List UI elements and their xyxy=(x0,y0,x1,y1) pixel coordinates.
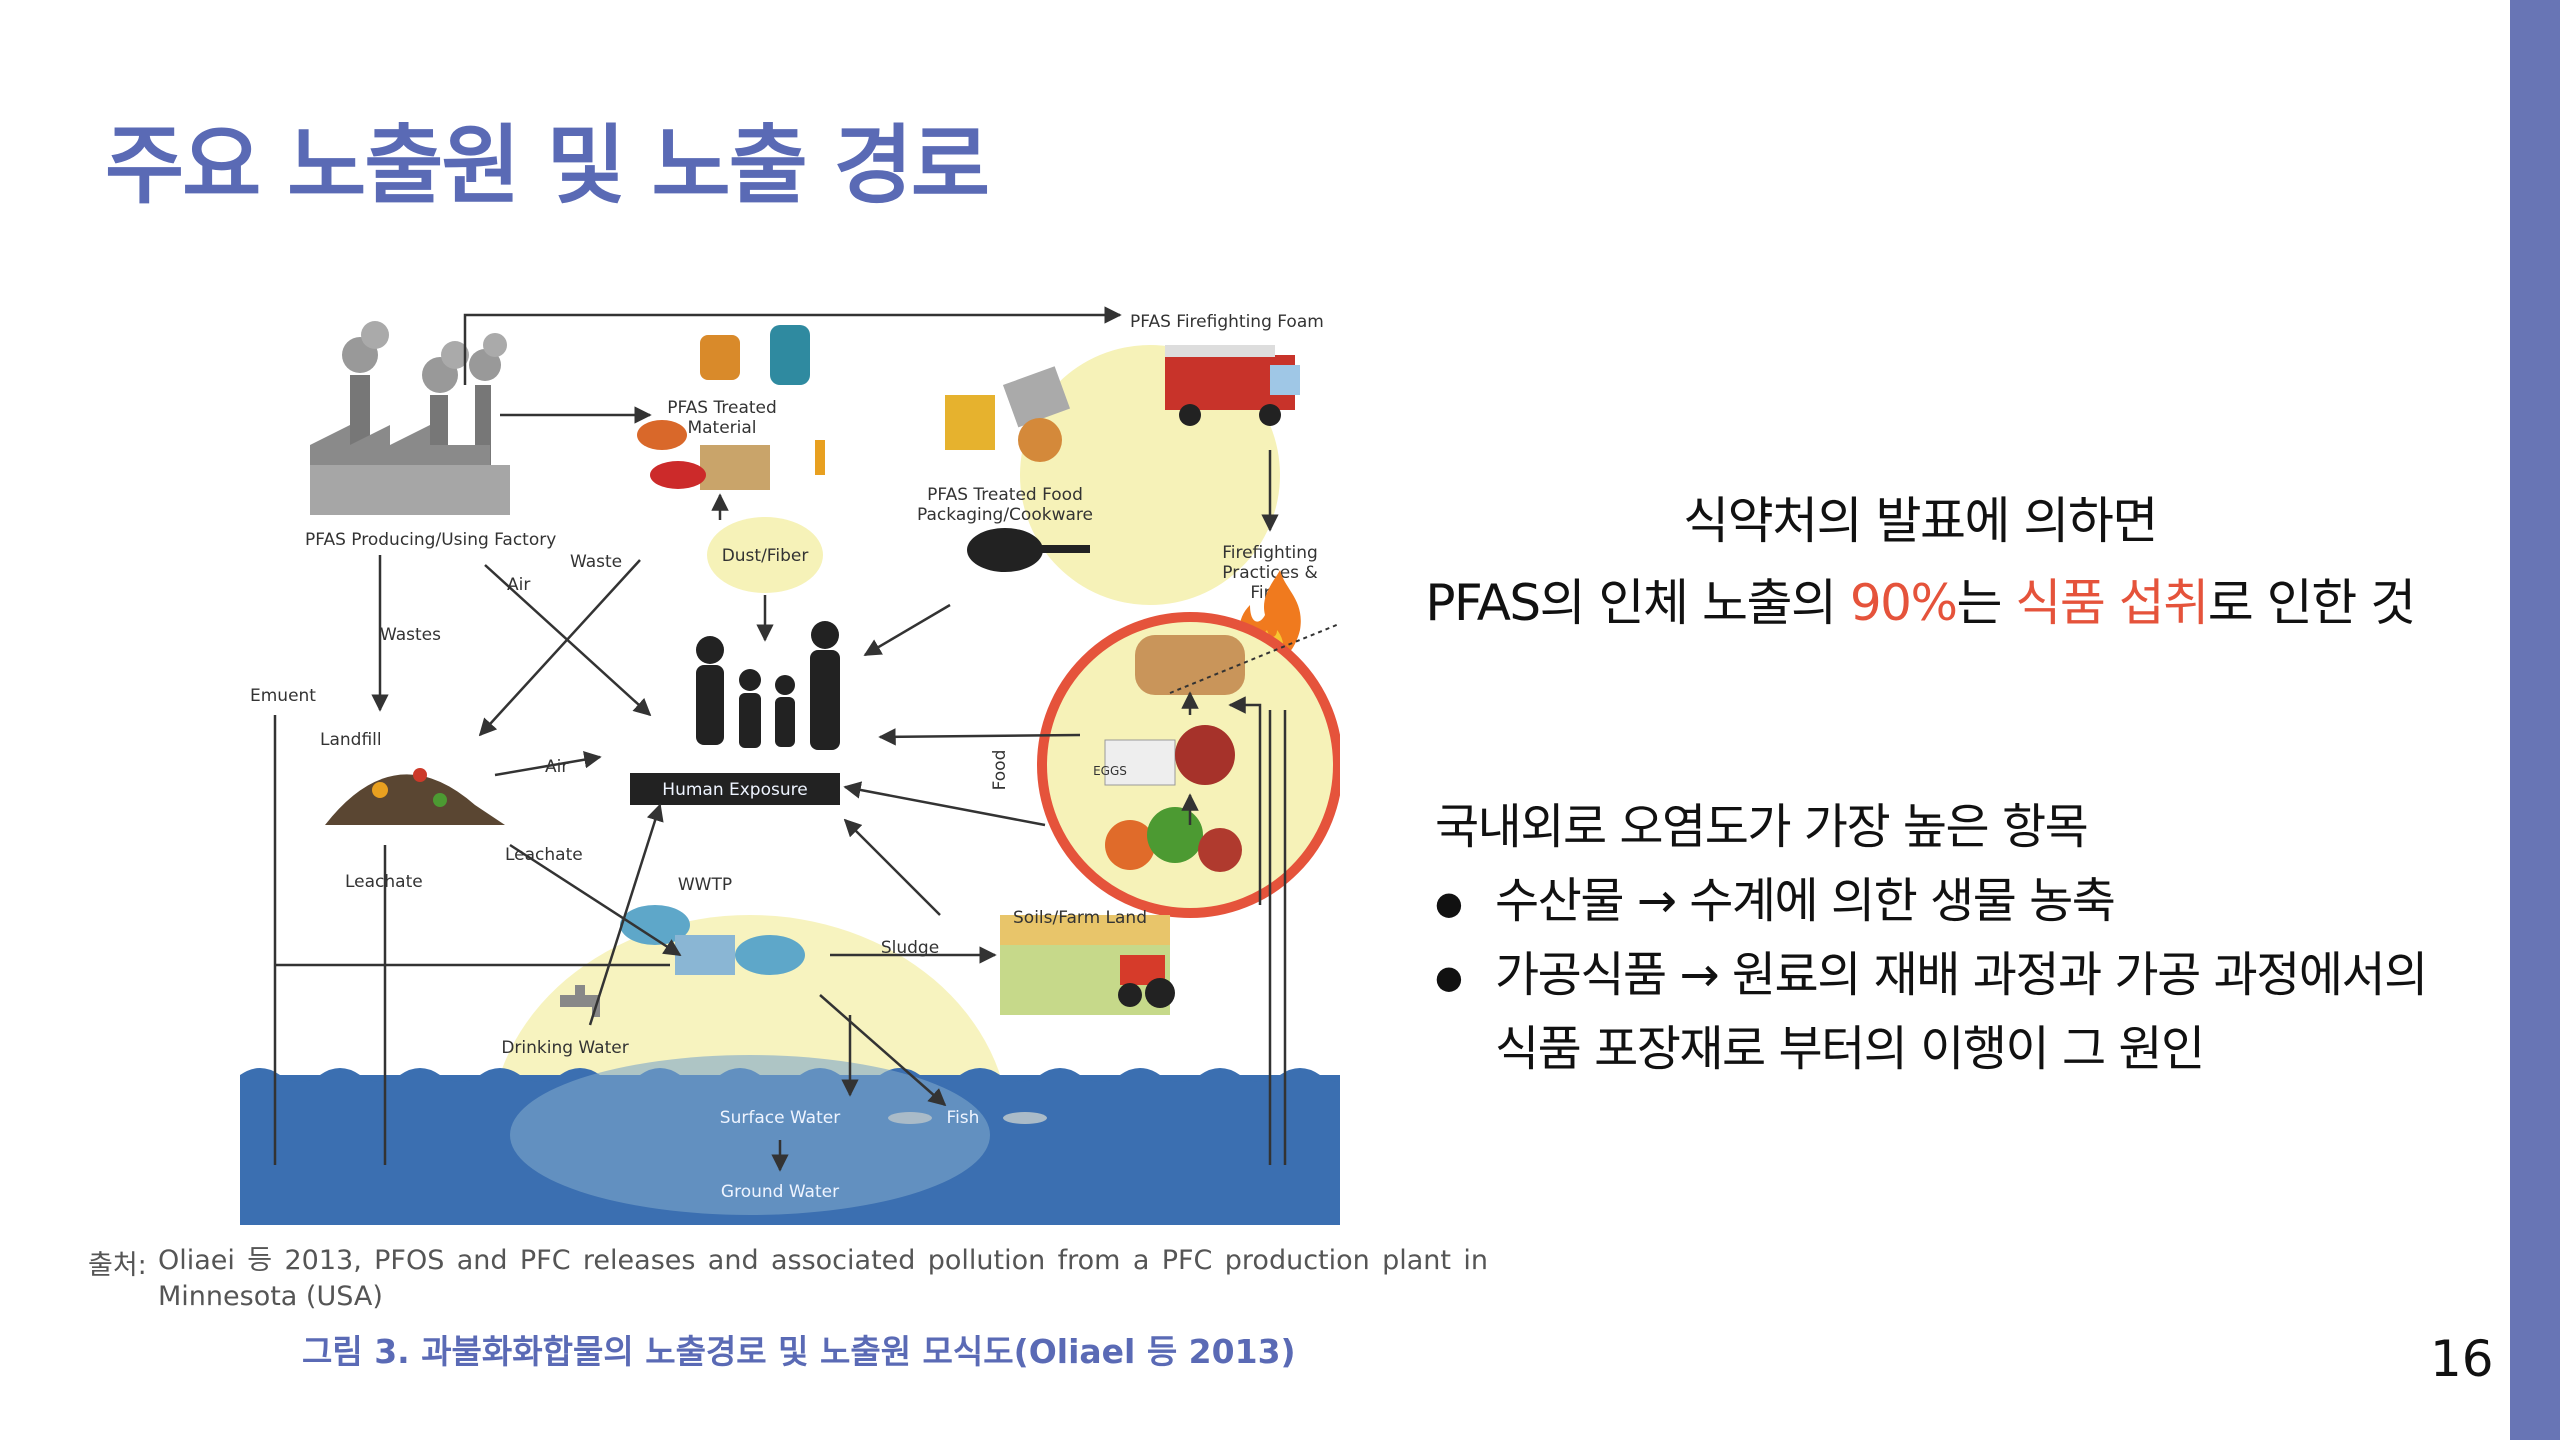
treated-material-icon xyxy=(637,325,825,490)
packaging-label-2: Packaging/Cookware xyxy=(917,505,1093,525)
page-number: 16 xyxy=(2430,1330,2494,1388)
waste-label: Waste xyxy=(570,552,622,572)
callout-post: 로 인한 것 xyxy=(2207,574,2416,632)
water-body xyxy=(240,1055,1340,1225)
wwtp-icon xyxy=(620,905,805,975)
diagram-svg: PFAS Producing/Using Factory PFAS Treate… xyxy=(240,306,1340,1225)
callout-line-2: PFAS의 인체 노출의 90%는 식품 섭취로 인한 것 xyxy=(1390,562,2450,644)
air-label-2: Air xyxy=(545,757,568,777)
treated-material-label-2: Material xyxy=(687,418,756,438)
sludge-label: Sludge xyxy=(881,938,939,958)
food-icons xyxy=(1104,635,1245,872)
firefighting-label-1: Firefighting xyxy=(1222,543,1318,563)
side-accent-bar xyxy=(2510,0,2560,1440)
surface-water-label: Surface Water xyxy=(720,1108,840,1128)
farm-label: Soils/Farm Land xyxy=(1013,908,1147,928)
firefighting-label-2: Practices & xyxy=(1222,563,1317,583)
info-list: 수산물 → 수계에 의한 생물 농축 가공식품 → 원료의 재배 과정과 가공 … xyxy=(1435,864,2485,1014)
packaging-label-1: PFAS Treated Food xyxy=(927,485,1083,505)
pfas-exposure-diagram: PFAS Producing/Using Factory PFAS Treate… xyxy=(230,305,1340,1225)
dust-bubble xyxy=(707,517,823,593)
farm-icon xyxy=(1000,915,1175,1015)
faucet-icon xyxy=(560,985,600,1017)
info-bullet-continuation: 식품 포장재로 부터의 이행이 그 원인 xyxy=(1495,1021,2205,1077)
packaging-icon xyxy=(945,366,1090,572)
landfill-icon xyxy=(325,768,505,825)
callout-line-1: 식약처의 발표에 의하면 xyxy=(1683,492,2158,550)
info-bullet-processed-food: 가공식품 → 원료의 재배 과정과 가공 과정에서의 xyxy=(1435,938,2485,1014)
leachate-label-1: Leachate xyxy=(505,845,583,865)
human-exposure-label: Human Exposure xyxy=(662,780,807,800)
fish-icon xyxy=(888,1112,1047,1124)
info-bullet-seafood: 수산물 → 수계에 의한 생물 농축 xyxy=(1435,864,2485,940)
factory-label: PFAS Producing/Using Factory xyxy=(305,530,556,550)
info-heading: 국내외로 오염도가 가장 높은 항목 xyxy=(1435,799,2089,855)
human-exposure-box xyxy=(630,773,840,805)
callout-percent: 90% xyxy=(1849,574,1958,632)
treated-material-label-1: PFAS Treated xyxy=(667,398,777,418)
callout-mid: 는 xyxy=(1956,574,2016,632)
source-text: Oliaei 등 2013, PFOS and PFC releases and… xyxy=(158,1245,1488,1312)
callout-pre: PFAS의 인체 노출의 xyxy=(1425,574,1850,632)
fish-label: Fish xyxy=(947,1108,980,1128)
ground-water-label: Ground Water xyxy=(721,1182,839,1202)
wwtp-label: WWTP xyxy=(678,875,732,895)
flow-arrows xyxy=(371,306,1279,1172)
firefighting-foam-label: PFAS Firefighting Foam xyxy=(1130,312,1324,332)
eggs-label: EGGS xyxy=(1093,764,1127,778)
dust-fiber-label: Dust/Fiber xyxy=(722,546,809,566)
air-label-1: Air xyxy=(507,575,530,595)
fire-truck-icon xyxy=(1165,345,1300,426)
callout-food-intake: 식품 섭취 xyxy=(2015,574,2209,632)
source-label: 출처: xyxy=(88,1250,147,1281)
page-title: 주요 노출원 및 노출 경로 xyxy=(105,116,990,216)
effluent-label: Emuent xyxy=(250,686,316,706)
drinking-water-label: Drinking Water xyxy=(501,1038,628,1058)
food-label: Food xyxy=(990,750,1010,791)
landfill-label: Landfill xyxy=(320,730,382,750)
family-icon xyxy=(696,621,840,750)
info-block: 국내외로 오염도가 가장 높은 항목 수산물 → 수계에 의한 생물 농축 가공… xyxy=(1435,790,2485,1086)
callout-text: 식약처의 발표에 의하면 PFAS의 인체 노출의 90%는 식품 섭취로 인한… xyxy=(1390,480,2450,644)
effluent-lines xyxy=(273,710,1287,1165)
wastes-label: Wastes xyxy=(380,625,441,645)
figure-caption: 그림 3. 과불화화합물의 노출경로 및 노출원 모식도(Oliael 등 20… xyxy=(302,1332,1296,1371)
factory-icon xyxy=(310,321,510,515)
